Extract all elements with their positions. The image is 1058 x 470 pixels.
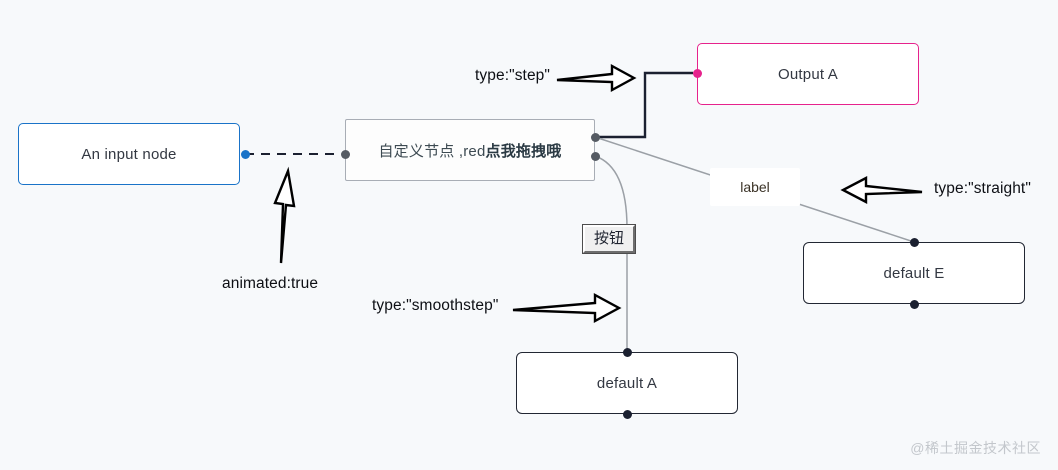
node-custom-label-plain: 自定义节点 ,red <box>378 142 486 160</box>
annotation-smoothstep: type:"smoothstep" <box>372 297 499 314</box>
edge-step[interactable] <box>595 71 693 139</box>
arrow-straight-icon <box>840 176 923 204</box>
arrow-animated-icon <box>273 166 296 264</box>
arrow-smoothstep-icon <box>512 292 622 324</box>
handle-input-right[interactable] <box>240 149 250 159</box>
node-input-label: An input node <box>81 145 177 163</box>
node-custom-label: 自定义节点 ,red点我拖拽哦 <box>378 140 561 161</box>
annotation-animated: animated:true <box>222 275 319 292</box>
node-output-label: Output A <box>778 65 838 83</box>
node-output-a[interactable]: Output A <box>697 43 919 105</box>
handle-custom-left[interactable] <box>340 149 350 159</box>
edge-smoothstep[interactable] <box>594 155 628 352</box>
node-default-a[interactable]: default A <box>516 352 738 414</box>
node-default-e-label: default E <box>883 264 945 282</box>
node-default-a-label: default A <box>596 374 658 392</box>
handle-default-e-bottom[interactable] <box>909 299 919 309</box>
arrow-step-icon <box>556 63 637 93</box>
annotation-step: type:"step" <box>475 67 551 84</box>
annotation-straight: type:"straight" <box>934 180 1031 197</box>
handle-custom-right-bottom[interactable] <box>590 151 600 161</box>
handle-output-left[interactable] <box>692 68 702 78</box>
handle-default-a-top[interactable] <box>622 347 632 357</box>
handle-default-a-bottom[interactable] <box>622 409 632 419</box>
edge-button[interactable]: 按钮 <box>581 224 637 254</box>
node-default-e[interactable]: default E <box>803 242 1025 304</box>
node-custom-label-bold: 点我拖拽哦 <box>485 142 562 160</box>
handle-default-e-top[interactable] <box>909 237 919 247</box>
node-custom-node[interactable]: 自定义节点 ,red点我拖拽哦 <box>345 119 595 181</box>
watermark: @稀土掘金技术社区 <box>910 440 1041 456</box>
handle-custom-right-top[interactable] <box>590 132 600 142</box>
edge-label-straight: label <box>710 168 800 206</box>
node-input-node[interactable]: An input node <box>18 123 240 185</box>
